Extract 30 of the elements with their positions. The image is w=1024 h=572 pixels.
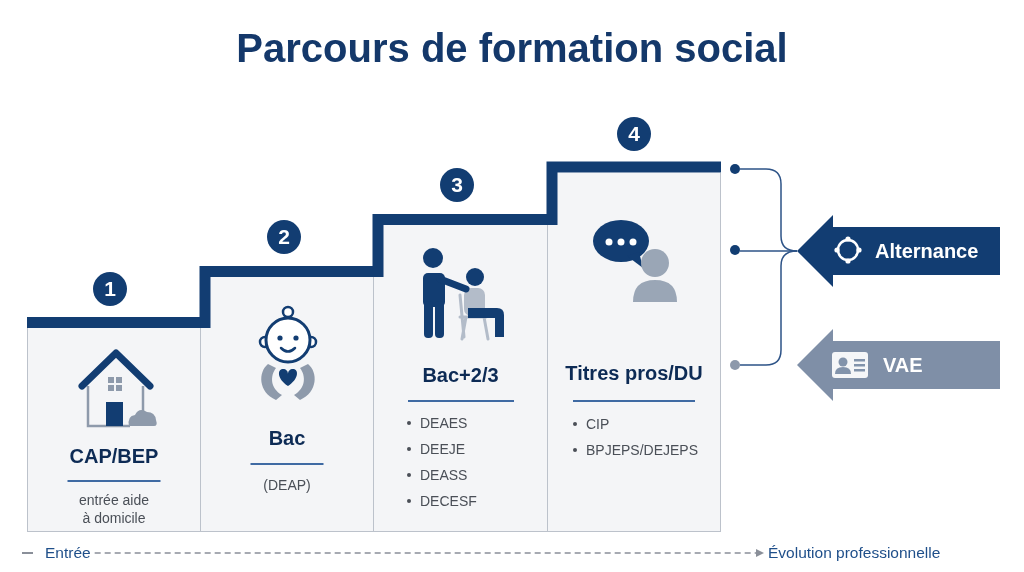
title: Parcours de formation social <box>236 25 788 72</box>
axis-label: Évolution professionnelle <box>764 543 945 563</box>
axis-label: Entrée <box>41 543 95 563</box>
step-number: 1 <box>93 272 127 306</box>
column-note: entrée aide à domicile <box>77 491 151 527</box>
step-number: 2 <box>267 220 301 254</box>
banner-label: VAE <box>883 353 923 377</box>
connector-dot <box>730 245 740 255</box>
connector-dot <box>730 360 740 370</box>
list-item: DEAES <box>420 414 468 432</box>
banner-label: Alternance <box>875 239 979 263</box>
column-heading: CAP/BEP <box>69 444 159 468</box>
dashed-arrow <box>93 549 765 557</box>
step-column <box>200 277 374 532</box>
connector-dot <box>730 164 740 174</box>
step-number: 4 <box>617 117 651 151</box>
step-column <box>373 225 548 532</box>
list-item: DEASS <box>420 466 468 484</box>
column-heading: Titres pros/DU <box>565 361 703 385</box>
list-item: DECESF <box>420 492 477 510</box>
step-column <box>547 173 721 532</box>
list-item: CIP <box>586 415 610 433</box>
list-item: DEEJE <box>420 440 466 458</box>
column-heading: Bac+2/3 <box>422 363 499 387</box>
connector-line <box>739 250 798 366</box>
column-note: (DEAP) <box>262 476 312 494</box>
column-heading: Bac <box>268 426 306 450</box>
step-column <box>27 328 201 532</box>
list-item: BPJEPS/DEJEPS <box>586 441 699 459</box>
step-number: 3 <box>440 168 474 202</box>
